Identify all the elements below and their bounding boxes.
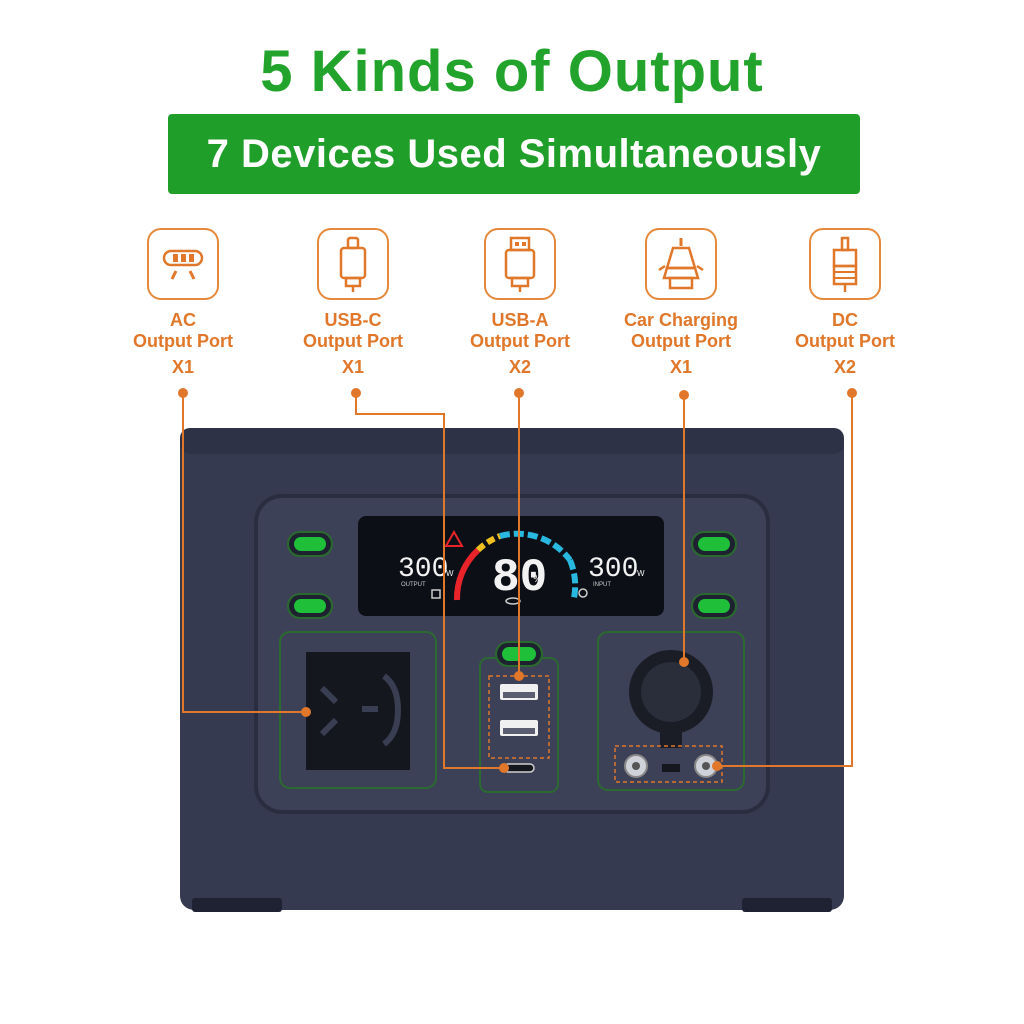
ac-outlet[interactable] [306,652,410,770]
port-usb-c-count: X1 [341,357,365,377]
battery-unit: % [533,573,543,585]
banner: 7 Devices Used Simultaneously [168,114,860,194]
fan-icon [578,588,588,598]
input-value: 300 [588,554,638,585]
page-title: 5 Kinds of Output [260,39,764,104]
callout-dots [178,388,857,773]
lcd-screen: 300 W OUTPUT 80 % 300 W INPUT [358,516,664,616]
screen-mini-icon [431,589,441,599]
port-usb-c-name: USB-C [324,310,382,330]
banner-text: 7 Devices Used Simultaneously [206,131,822,176]
port-dc-type: Output Port [795,331,895,351]
port-ac-count: X1 [171,357,195,377]
port-ac-name: AC [170,310,196,330]
usb-c-icon [317,228,389,300]
left-buttons [287,531,333,619]
port-usb-c-type: Output Port [303,331,403,351]
port-car-name: Car Charging [623,310,738,330]
port-ac-type: Output Port [133,331,233,351]
ac-outlet-group [279,631,437,789]
warning-icon [444,529,464,547]
port-car-count: X1 [669,357,693,377]
port-dc-name: DC [832,310,858,330]
input-label: INPUT [593,582,611,588]
car-dc-group [597,631,745,791]
car-charger-icon [645,228,717,300]
right-buttons [691,531,737,619]
ac-callout-line [182,393,306,713]
port-dc-count: X2 [833,357,857,377]
output-unit: W [446,569,454,578]
ac-plug-icon [147,228,219,300]
dc-callout-line [717,393,853,767]
usb-a-icon [484,228,556,300]
port-usb-a-count: X2 [508,357,532,377]
port-car-type: Output Port [631,331,731,351]
port-usb-a-name: USB-A [491,310,549,330]
callout-lines [182,393,853,769]
usb-c-callout-line [355,393,504,769]
port-usb-a-type: Output Port [470,331,570,351]
output-value: 300 [398,554,448,585]
output-label: OUTPUT [401,582,426,588]
dc-plug-icon [809,228,881,300]
input-unit: W [637,569,645,578]
